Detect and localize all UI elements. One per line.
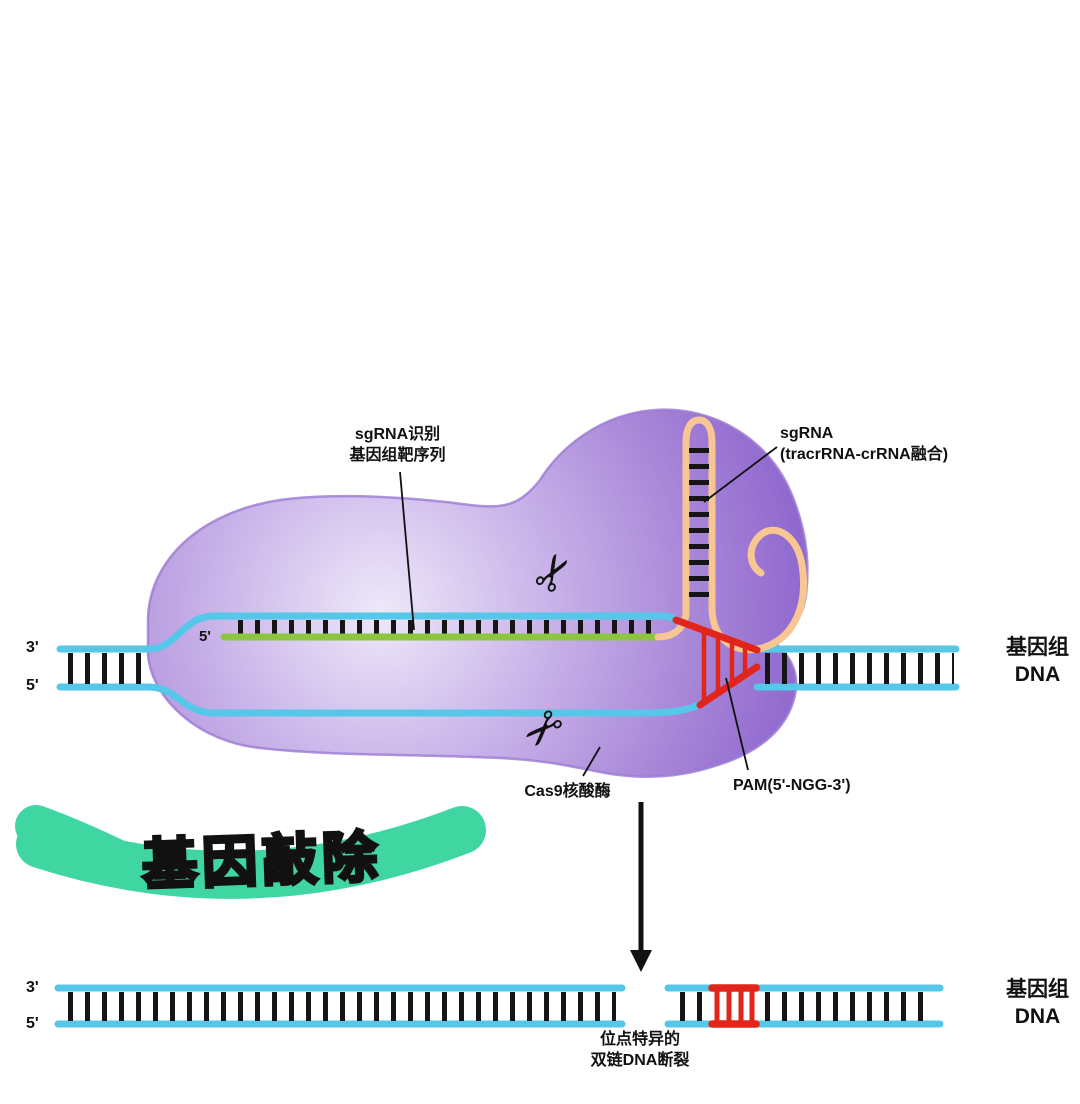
label-5prime-inner: 5' <box>199 628 211 645</box>
label-5prime-top: 5' <box>26 677 39 694</box>
label-break-site: 位点特异的 双链DNA断裂 <box>590 1031 690 1069</box>
downward-arrow <box>630 802 652 972</box>
knockout-banner: 基因敲除 <box>139 823 385 899</box>
cleaved-dna <box>54 984 944 1028</box>
label-3prime-top: 3' <box>26 639 39 656</box>
label-5prime-bottom: 5' <box>26 1015 39 1032</box>
tracrrna-strand <box>654 416 807 654</box>
label-sgrna-target: sgRNA识别 基因组靶序列 <box>349 426 446 464</box>
label-pam: PAM(5'-NGG-3') <box>733 777 851 794</box>
label-sgrna-fusion: sgRNA (tracrRNA-crRNA融合) <box>780 425 949 463</box>
hairpin-rungs <box>689 446 709 604</box>
label-genome-top: 基因组 DNA <box>1006 636 1069 687</box>
label-cas9: Cas9核酸酶 <box>524 783 611 800</box>
label-genome-bottom: 基因组 DNA <box>1006 978 1069 1029</box>
genomic-dna-top <box>56 612 960 717</box>
knockout-swoosh <box>15 805 486 899</box>
base-pair-rungs-top <box>62 620 954 684</box>
leader-lines <box>399 446 778 777</box>
label-3prime-bottom: 3' <box>26 979 39 996</box>
